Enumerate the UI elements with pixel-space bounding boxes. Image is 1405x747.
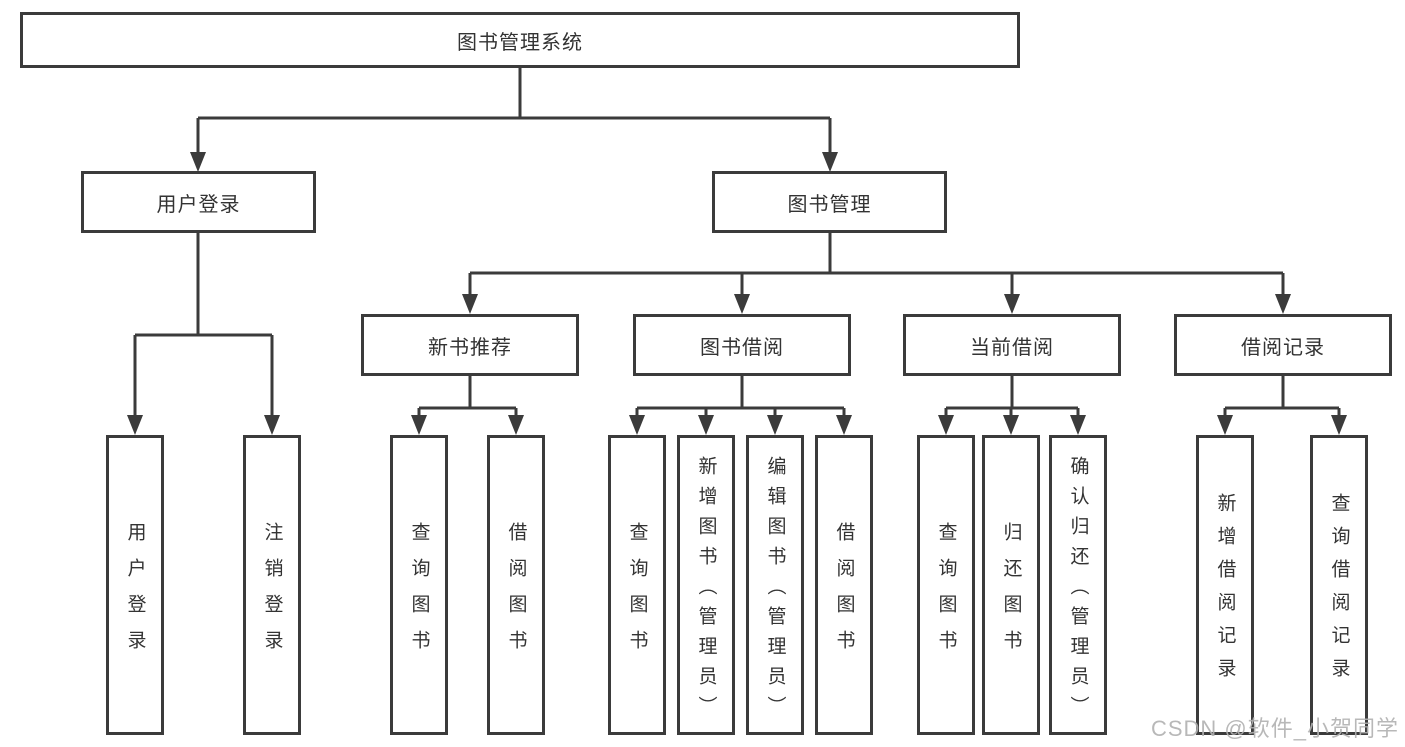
leaf-query-books-recommend-label: 查询图书 [408, 521, 430, 666]
csdn-watermark: CSDN @软件_小贺同学 [1150, 716, 1399, 741]
leaf-borrow-books-borrowing: 借阅图书 [815, 435, 873, 735]
connector-book-management [462, 233, 1291, 314]
node-root: 图书管理系统 [20, 12, 1020, 68]
leaf-borrow-books-borrowing-label: 借阅图书 [833, 521, 855, 666]
leaf-return-books-label: 归还图书 [1000, 521, 1022, 666]
leaf-query-books-borrowing-label: 查询图书 [626, 521, 648, 666]
connector-new-book-recommend [411, 376, 524, 435]
node-borrowing-records: 借阅记录 [1174, 314, 1392, 376]
leaf-query-borrow-record: 查询借阅记录 [1310, 435, 1368, 735]
leaf-user-login-label: 用户登录 [124, 521, 146, 666]
node-new-book-recommend-label: 新书推荐 [428, 336, 512, 359]
leaf-query-books-borrowing: 查询图书 [608, 435, 666, 735]
node-root-label: 图书管理系统 [457, 31, 583, 54]
leaf-add-borrow-record-label: 新增借阅记录 [1214, 493, 1236, 691]
leaf-logout-label: 注销登录 [261, 521, 283, 666]
leaf-add-books-admin: 新增图书（管理员） [677, 435, 735, 735]
leaf-query-books-current: 查询图书 [917, 435, 975, 735]
leaf-user-login: 用户登录 [106, 435, 164, 735]
leaf-logout: 注销登录 [243, 435, 301, 735]
leaf-edit-books-admin: 编辑图书（管理员） [746, 435, 804, 735]
connector-root [190, 68, 838, 172]
leaf-query-borrow-record-label: 查询借阅记录 [1328, 493, 1350, 691]
leaf-edit-books-admin-label: 编辑图书（管理员） [764, 455, 786, 726]
leaf-query-books-recommend: 查询图书 [390, 435, 448, 735]
leaf-query-books-current-label: 查询图书 [935, 521, 957, 666]
node-current-borrowing-label: 当前借阅 [970, 336, 1054, 359]
leaf-add-borrow-record: 新增借阅记录 [1196, 435, 1254, 735]
leaf-confirm-return-admin-label: 确认归还（管理员） [1067, 455, 1089, 726]
leaf-add-books-admin-label: 新增图书（管理员） [695, 455, 717, 726]
node-book-management-label: 图书管理 [787, 193, 872, 216]
leaf-borrow-books-recommend-label: 借阅图书 [505, 521, 527, 666]
leaf-confirm-return-admin: 确认归还（管理员） [1049, 435, 1107, 735]
leaf-return-books: 归还图书 [982, 435, 1040, 735]
connector-user-login [127, 233, 280, 435]
node-user-login: 用户登录 [81, 171, 316, 233]
node-current-borrowing: 当前借阅 [903, 314, 1121, 376]
node-book-management: 图书管理 [712, 171, 947, 233]
connector-current-borrowing [938, 376, 1086, 435]
node-book-borrowing: 图书借阅 [633, 314, 851, 376]
connector-book-borrowing [629, 376, 852, 435]
node-book-borrowing-label: 图书借阅 [700, 336, 784, 359]
node-borrowing-records-label: 借阅记录 [1241, 336, 1325, 359]
node-new-book-recommend: 新书推荐 [361, 314, 579, 376]
leaf-borrow-books-recommend: 借阅图书 [487, 435, 545, 735]
node-user-login-label: 用户登录 [156, 193, 241, 216]
connector-borrowing-records [1217, 376, 1347, 435]
